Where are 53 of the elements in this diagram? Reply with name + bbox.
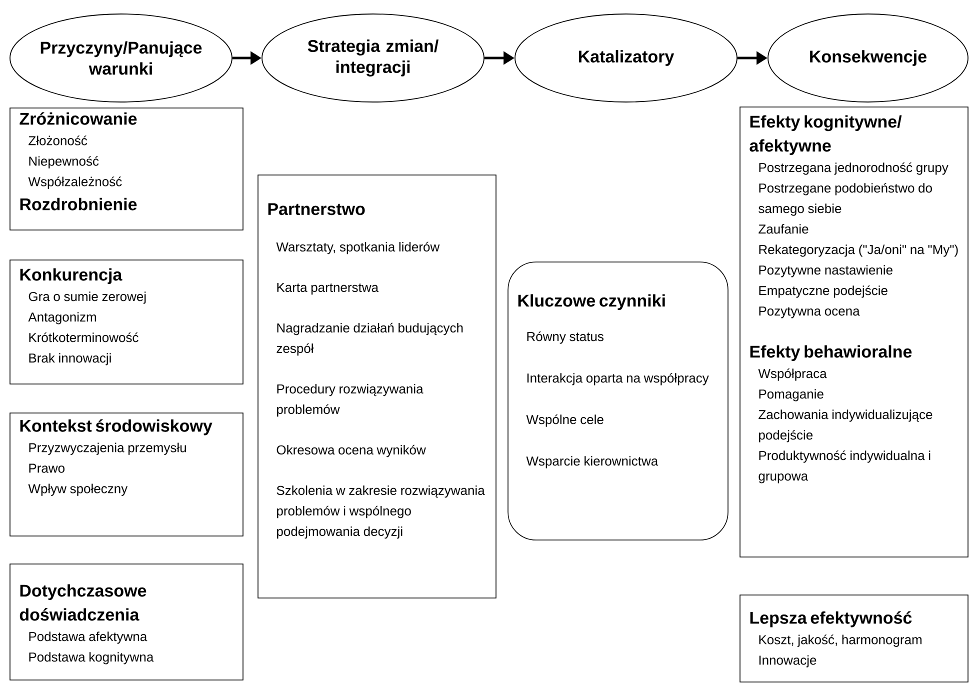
box-heading: Efekty behawioralne bbox=[750, 345, 912, 362]
list-item: Gra o sumie zerowej bbox=[28, 292, 146, 304]
box-heading: Kontekst środowiskowy bbox=[20, 419, 212, 436]
list-item: Prawo bbox=[29, 464, 64, 473]
rounded-box bbox=[508, 262, 728, 540]
list-item: Postrzegane podobieństwo do samego siebie bbox=[758, 182, 932, 216]
category-box bbox=[10, 260, 244, 384]
box-heading: Zróżnicowanie bbox=[20, 112, 137, 125]
list-item: Podstawa kognitywna bbox=[29, 652, 154, 664]
box-heading: Partnerstwo bbox=[268, 203, 365, 216]
list-item: Wsparcie kierownictwa bbox=[526, 456, 658, 468]
list-item: Warsztaty, spotkania liderów bbox=[276, 242, 440, 254]
list-item: Wspólne cele bbox=[526, 414, 604, 427]
list-item: Niepewność bbox=[29, 156, 99, 168]
list-item: Krótkoterminowość bbox=[29, 332, 138, 342]
category-box bbox=[10, 564, 244, 680]
category-box bbox=[10, 412, 244, 536]
list-item: Przyzwyczajenia przemysłu bbox=[29, 442, 186, 455]
list-item: Szkolenia w zakresie rozwiązywania problemów i wspólnego podejmowania decyzji bbox=[276, 485, 485, 539]
list-item: Empatyczne podejście bbox=[759, 285, 888, 298]
list-item: Procedury rozwiązywania problemów bbox=[277, 384, 424, 417]
category-box bbox=[10, 108, 244, 230]
list-item: Interakcja oparta na współpracy bbox=[527, 372, 709, 386]
list-item: Antagonizm bbox=[28, 312, 96, 324]
list-item: Pomaganie bbox=[759, 389, 824, 402]
list-item: Postrzegana jednorodność grupy bbox=[759, 162, 948, 175]
list-item: Podstawa afektywna bbox=[29, 632, 148, 644]
category-box bbox=[740, 106, 968, 558]
category-box bbox=[258, 174, 496, 598]
list-item: Brak innowacji bbox=[29, 353, 111, 366]
list-item: Zachowania indywidualizujące podejście bbox=[758, 410, 932, 442]
list-item: Współpraca bbox=[758, 368, 827, 381]
list-item: Koszt, jakość, harmonogram bbox=[759, 634, 922, 647]
box-heading: Kluczowe czynniki bbox=[518, 294, 665, 310]
list-item: Okresowa ocena wyników bbox=[276, 444, 426, 458]
list-item: Równy status bbox=[527, 331, 604, 344]
list-item: Wpływ społeczny bbox=[28, 484, 128, 496]
list-item: Współzależność bbox=[28, 176, 122, 189]
box-heading: Lepsza efektywność bbox=[750, 611, 912, 628]
list-item: Pozytywne nastawienie bbox=[759, 265, 892, 278]
box-heading: Konkurencja bbox=[20, 268, 122, 284]
box-heading: Efekty kognitywne/ afektywne bbox=[750, 115, 902, 156]
list-item: Rekategoryzacja ("Ja/oni" na "My") bbox=[759, 244, 958, 257]
list-item: Innowacje bbox=[759, 655, 816, 668]
list-item: Karta partnerstwa bbox=[277, 282, 379, 295]
list-item: Nagradzanie działań budujących zespół bbox=[276, 322, 463, 356]
box-heading: Rozdrobnienie bbox=[20, 198, 137, 210]
box-heading: Dotychczasowe doświadczenia bbox=[20, 584, 146, 621]
category-box bbox=[740, 594, 968, 682]
list-item: Złożoność bbox=[28, 136, 88, 146]
list-item: Zaufanie bbox=[758, 224, 808, 234]
list-item: Produktywność indywidualna i grupowa bbox=[758, 450, 930, 484]
list-item: Pozytywna ocena bbox=[759, 306, 860, 318]
